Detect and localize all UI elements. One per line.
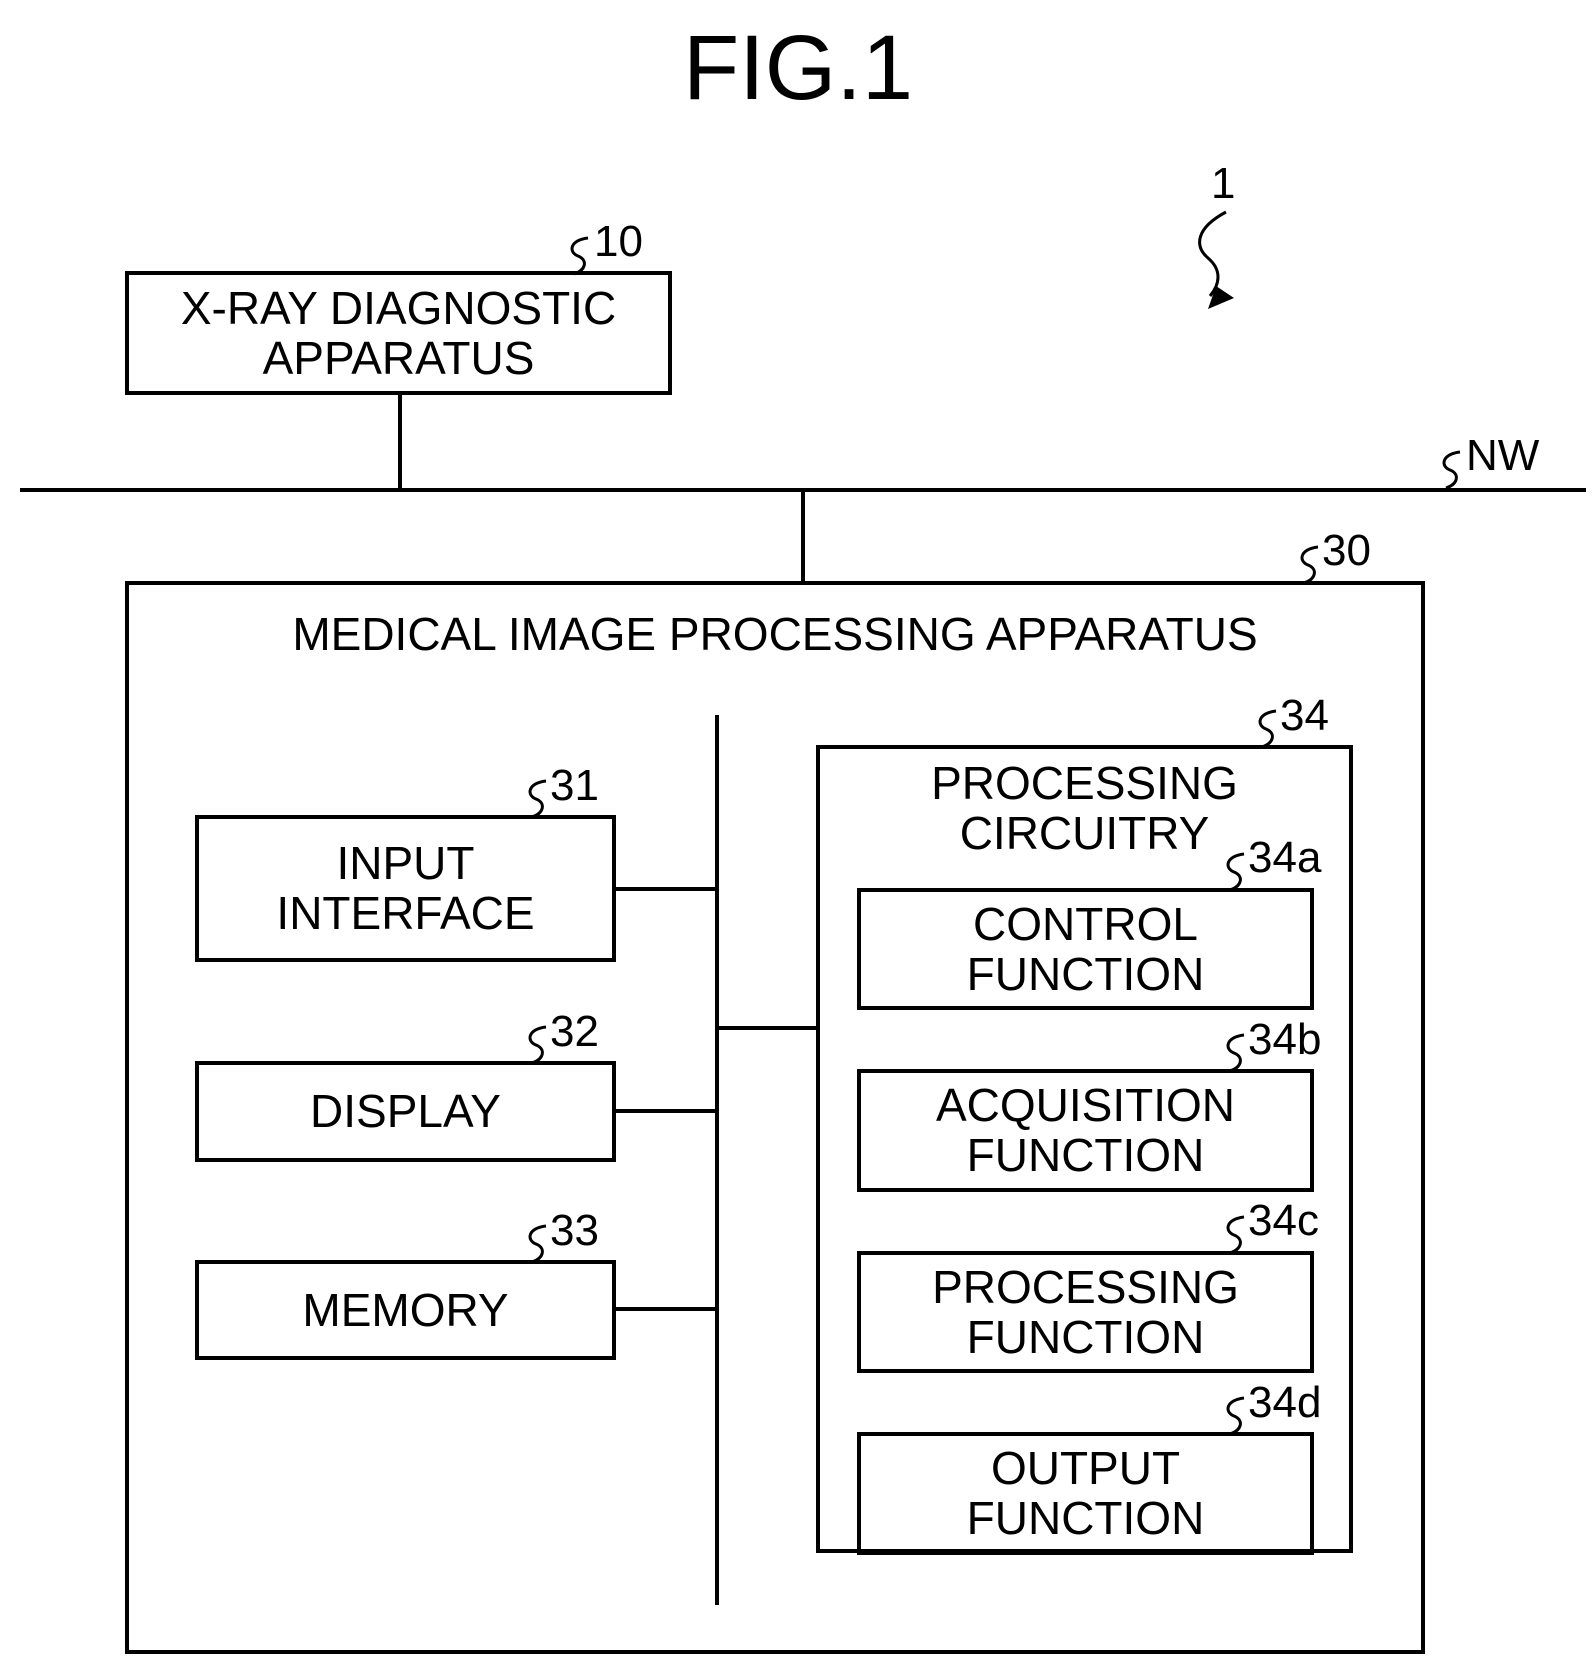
ref-circuitry: 34 <box>1280 694 1329 738</box>
ref-input: 31 <box>550 764 599 808</box>
xray-apparatus-label: X-RAY DIAGNOSTIC APPARATUS <box>127 283 670 383</box>
display-label: DISPLAY <box>197 1086 614 1136</box>
leader-10 <box>572 238 588 274</box>
xray-apparatus-label-line1: X-RAY DIAGNOSTIC <box>127 283 670 333</box>
ref-output: 34d <box>1248 1381 1321 1425</box>
leader-34d <box>1228 1398 1244 1434</box>
medical-apparatus-label: MEDICAL IMAGE PROCESSING APPARATUS <box>127 609 1423 659</box>
ref-xray: 10 <box>594 220 643 264</box>
input-interface-label-line2: INTERFACE <box>197 888 614 938</box>
processing-circuitry-label: PROCESSING CIRCUITRY <box>818 758 1351 858</box>
input-interface-label: INPUT INTERFACE <box>197 838 614 938</box>
ref-network: NW <box>1466 434 1539 478</box>
ref-apparatus: 30 <box>1322 529 1371 573</box>
leader-nw <box>1444 452 1460 488</box>
processing-function-label-line1: PROCESSING <box>859 1262 1312 1312</box>
leader-32 <box>530 1027 546 1063</box>
output-function-label-line2: FUNCTION <box>859 1493 1312 1543</box>
leader-34c <box>1228 1217 1244 1253</box>
control-function-label-line1: CONTROL <box>859 899 1312 949</box>
control-function-label-line2: FUNCTION <box>859 949 1312 999</box>
processing-circuitry-label-line2: CIRCUITRY <box>818 808 1351 858</box>
leader-33 <box>530 1226 546 1262</box>
acquisition-function-label: ACQUISITION FUNCTION <box>859 1080 1312 1180</box>
ref-display: 32 <box>550 1010 599 1054</box>
output-function-label-line1: OUTPUT <box>859 1443 1312 1493</box>
leader-34a <box>1228 854 1244 890</box>
memory-label: MEMORY <box>197 1285 614 1335</box>
figure-title: FIG.1 <box>598 22 998 114</box>
leader-34 <box>1260 711 1276 747</box>
ref-memory: 33 <box>550 1209 599 1253</box>
leader-34b <box>1228 1035 1244 1071</box>
ref-acquisition: 34b <box>1248 1018 1321 1062</box>
output-function-label: OUTPUT FUNCTION <box>859 1443 1312 1543</box>
processing-function-label: PROCESSING FUNCTION <box>859 1262 1312 1362</box>
system-wavy-arrow-line <box>1200 212 1226 296</box>
ref-processing: 34c <box>1248 1199 1319 1243</box>
leader-31 <box>530 781 546 817</box>
acquisition-function-label-line1: ACQUISITION <box>859 1080 1312 1130</box>
acquisition-function-label-line2: FUNCTION <box>859 1130 1312 1180</box>
leader-30 <box>1302 547 1318 583</box>
processing-function-label-line2: FUNCTION <box>859 1312 1312 1362</box>
control-function-label: CONTROL FUNCTION <box>859 899 1312 999</box>
processing-circuitry-label-line1: PROCESSING <box>818 758 1351 808</box>
ref-system: 1 <box>1211 162 1235 206</box>
input-interface-label-line1: INPUT <box>197 838 614 888</box>
xray-apparatus-label-line2: APPARATUS <box>127 333 670 383</box>
system-arrow-head <box>1208 286 1234 309</box>
